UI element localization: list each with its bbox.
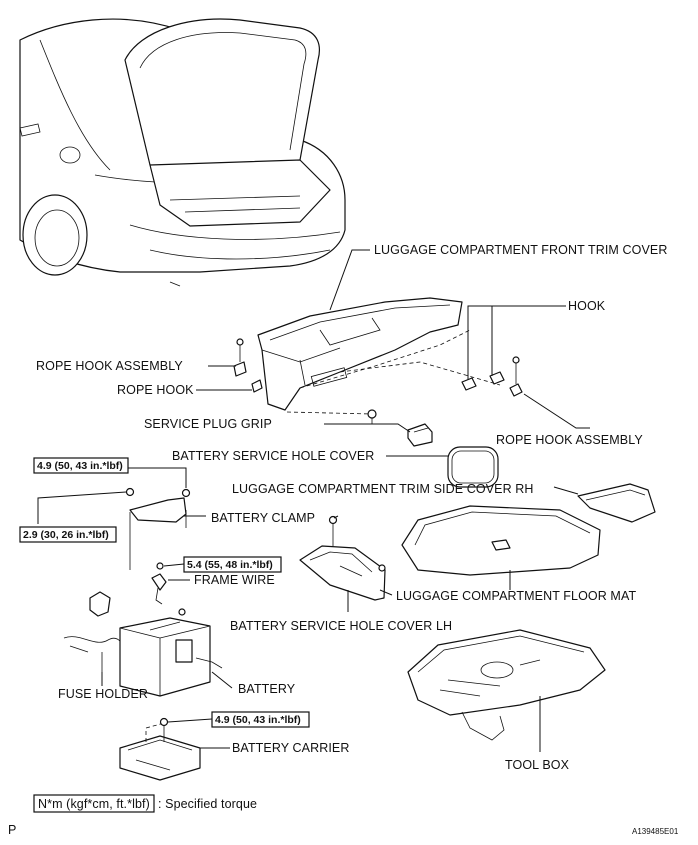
label-hook: HOOK	[568, 299, 606, 313]
service-plug-grip-part	[407, 423, 433, 447]
label-battery-service-hole-cover-lh: BATTERY SERVICE HOLE COVER LH	[230, 619, 452, 633]
label-battery-service-hole-cover: BATTERY SERVICE HOLE COVER	[172, 449, 374, 463]
trim-side-cover-rh-part	[577, 483, 656, 523]
label-tool-box: TOOL BOX	[505, 758, 570, 772]
label-rope-hook-assembly-left: ROPE HOOK ASSEMBLY	[36, 359, 183, 373]
torque-legend: N*m (kgf*cm, ft.*lbf) : Specified torque	[33, 794, 257, 813]
footer-left-letter: P	[8, 823, 16, 837]
label-front-trim-cover: LUGGAGE COMPARTMENT FRONT TRIM COVER	[374, 243, 667, 257]
torque-box-4: 4.9 (50, 43 in.*lbf)	[211, 711, 310, 728]
torque-box-3: 5.4 (55, 48 in.*lbf)	[183, 556, 282, 573]
torque-value: 5.4 (55, 48 in.*lbf)	[187, 559, 273, 571]
label-frame-wire: FRAME WIRE	[194, 573, 275, 587]
front-trim-cover-part	[233, 297, 523, 424]
legend-unit: N*m (kgf*cm, ft.*lbf)	[38, 797, 150, 811]
illustration-code: A139485E01	[632, 827, 679, 836]
label-battery-carrier: BATTERY CARRIER	[232, 741, 350, 755]
battery-clamp-part	[125, 487, 191, 570]
torque-value: 4.9 (50, 43 in.*lbf)	[215, 714, 301, 726]
label-battery: BATTERY	[238, 682, 296, 696]
label-rope-hook: ROPE HOOK	[117, 383, 194, 397]
torque-value: 2.9 (30, 26 in.*lbf)	[23, 529, 109, 541]
frame-wire-part	[151, 562, 167, 605]
legend-description: : Specified torque	[158, 797, 257, 811]
battery-service-hole-cover-part	[447, 446, 499, 488]
battery-carrier-part	[119, 717, 201, 781]
torque-value: 4.9 (50, 43 in.*lbf)	[37, 460, 123, 472]
label-battery-clamp: BATTERY CLAMP	[211, 511, 315, 525]
tool-box-part	[407, 629, 606, 741]
label-rope-hook-assembly-right: ROPE HOOK ASSEMBLY	[496, 433, 643, 447]
label-trim-side-cover-rh: LUGGAGE COMPARTMENT TRIM SIDE COVER RH	[232, 482, 534, 496]
torque-box-2: 2.9 (30, 26 in.*lbf)	[19, 526, 117, 543]
battery-part	[119, 608, 223, 697]
label-floor-mat: LUGGAGE COMPARTMENT FLOOR MAT	[396, 589, 636, 603]
label-service-plug-grip: SERVICE PLUG GRIP	[144, 417, 272, 431]
torque-box-1: 4.9 (50, 43 in.*lbf)	[33, 457, 129, 474]
floor-mat-part	[401, 505, 601, 576]
vehicle-rear-illustration	[19, 18, 346, 287]
leader-lines	[37, 249, 590, 752]
label-fuse-holder: FUSE HOLDER	[58, 687, 148, 701]
battery-service-hole-cover-lh-part	[299, 515, 386, 601]
fuse-holder-part	[63, 591, 129, 672]
